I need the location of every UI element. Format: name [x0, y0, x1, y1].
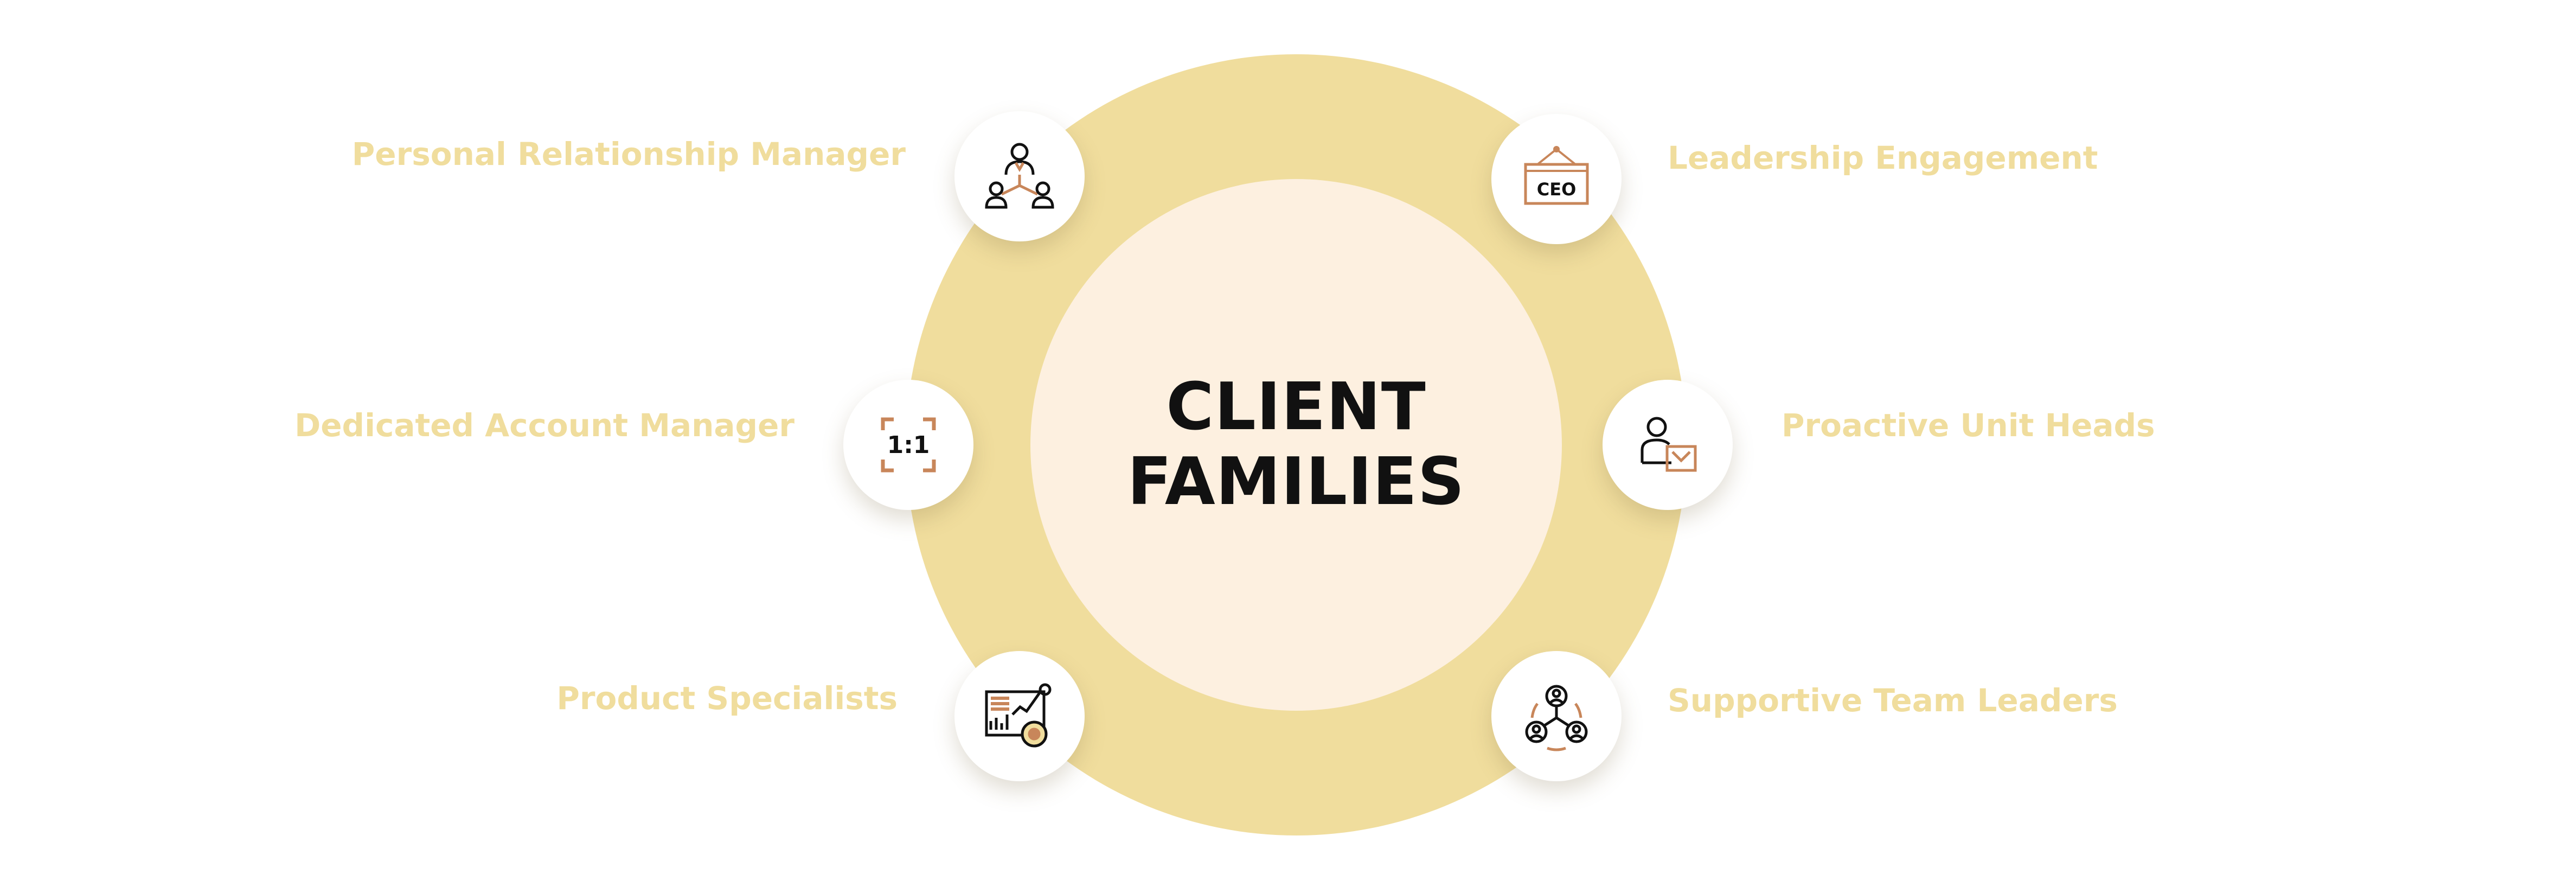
node-leadership-engagement: CEO — [1491, 114, 1622, 244]
label-leadership-engagement: Leadership Engagement — [1668, 139, 2098, 176]
label-proactive-unit-heads: Proactive Unit Heads — [1782, 407, 2155, 444]
label-dedicated-account-manager: Dedicated Account Manager — [294, 407, 794, 444]
center-title-line1: CLIENT — [1166, 369, 1426, 445]
node-personal-relationship-manager — [954, 111, 1085, 241]
center-title-line2: FAMILIES — [1127, 444, 1465, 520]
ceo-sign-icon: CEO — [1524, 146, 1589, 205]
analytics-dashboard-icon — [985, 683, 1052, 748]
relationship-network-icon — [985, 143, 1054, 209]
ceo-text: CEO — [1537, 179, 1577, 200]
label-personal-relationship-manager: Personal Relationship Manager — [351, 136, 906, 173]
label-supportive-team-leaders: Supportive Team Leaders — [1668, 682, 2118, 719]
one-to-one-text: 1:1 — [887, 431, 930, 459]
one-to-one-icon: 1:1 — [881, 417, 936, 473]
node-supportive-team-leaders — [1491, 651, 1622, 781]
label-product-specialists: Product Specialists — [556, 680, 898, 717]
team-cycle-icon — [1525, 685, 1588, 751]
node-proactive-unit-heads — [1603, 380, 1733, 510]
node-dedicated-account-manager: 1:1 — [843, 380, 973, 510]
center-circle: CLIENT FAMILIES — [1030, 179, 1562, 711]
node-product-specialists — [954, 651, 1085, 781]
person-box-icon — [1641, 417, 1697, 472]
